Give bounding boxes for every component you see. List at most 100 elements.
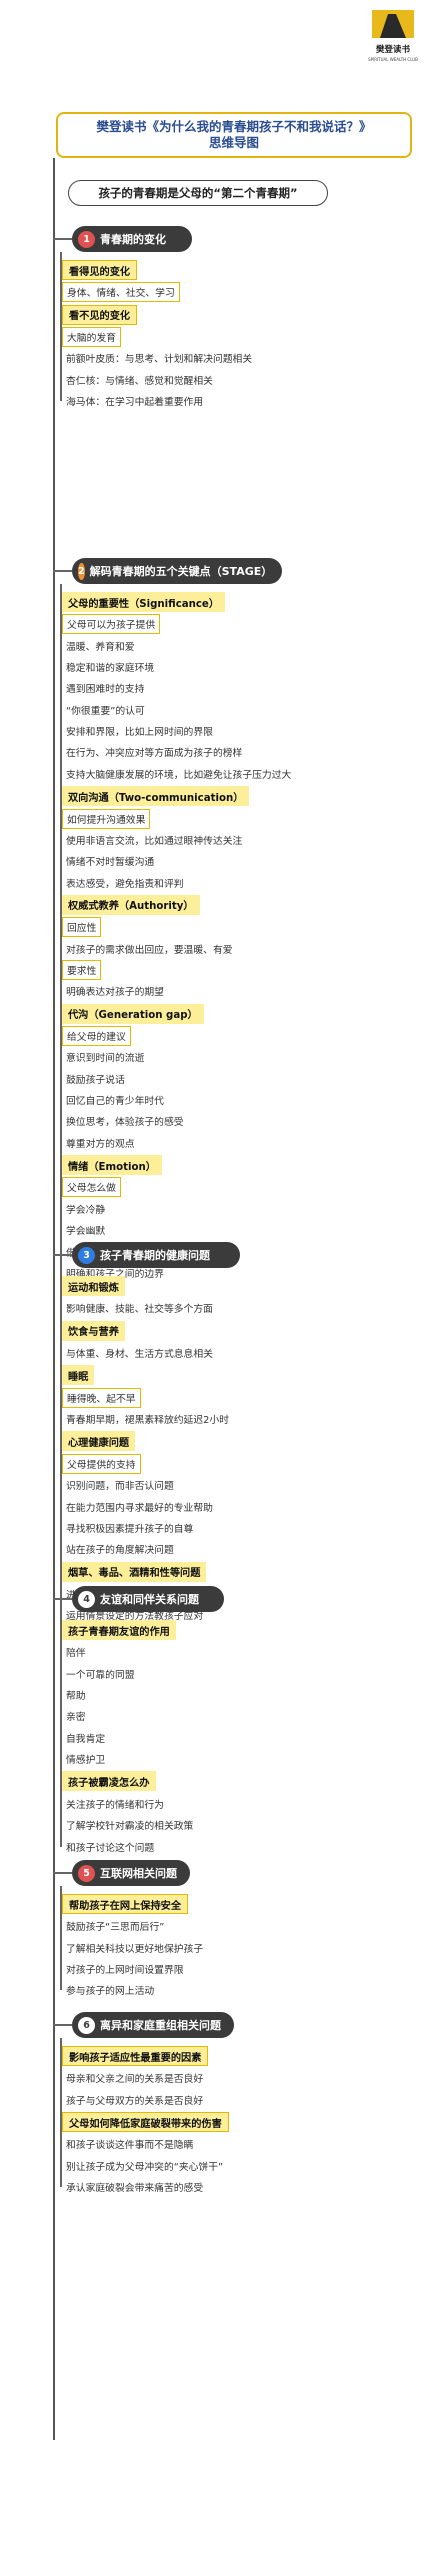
group-item: 站在孩子的角度解决问题 (66, 1545, 174, 1557)
group-item: 前额叶皮质：与思考、计划和解决问题相关 (66, 354, 253, 366)
section-connector (53, 2024, 72, 2026)
section-label: 友谊和同伴关系问题 (100, 1593, 199, 1606)
group-item: 要求性 (62, 959, 102, 980)
group-item: 情感护卫 (66, 1755, 106, 1767)
group-item: 对孩子的需求做出回应，要温暖、有爱 (66, 944, 233, 956)
group-item: 识别问题，而非否认问题 (66, 1481, 174, 1493)
group-item: 父母怎么做 (62, 1177, 121, 1198)
mindmap-trunk (53, 158, 55, 2440)
group-label: 睡眠 (62, 1365, 95, 1386)
section-number: 6 (78, 2016, 95, 2034)
section-4: 4 友谊和同伴关系问题 (72, 1586, 224, 1612)
title-box: 樊登读书《为什么我的青春期孩子不和我说话？》 思维导图 (56, 112, 412, 158)
group-label: 看不见的变化 (62, 304, 138, 325)
page-title: 樊登读书《为什么我的青春期孩子不和我说话？》 (96, 119, 372, 134)
section-number: 2 (78, 562, 85, 580)
page-title-sub: 思维导图 (208, 135, 259, 150)
group-item: “你很重要”的认可 (66, 705, 145, 717)
group-label: 孩子青春期友谊的作用 (62, 1620, 176, 1640)
group-item: 换位思考，体验孩子的感受 (66, 1117, 184, 1129)
group-item: 回应性 (62, 917, 102, 938)
group-item: 表达感受，避免指责和评判 (66, 878, 184, 890)
group-label: 双向沟通（Two-communication） (62, 786, 250, 807)
group-item: 明确和孩子之间的边界 (66, 1268, 164, 1280)
group-item: 和孩子讨论这个问题 (66, 1842, 155, 1854)
group-connector (60, 1268, 62, 1616)
section-label: 互联网相关问题 (100, 1867, 177, 1880)
group-item: 稳定和谐的家庭环境 (66, 663, 155, 675)
group-item: 运用情景设定的方法教孩子应对 (66, 1611, 204, 1623)
group-item: 孩子与父母双方的关系是否良好 (66, 2095, 204, 2107)
group-label: 情绪（Emotion） (62, 1155, 162, 1176)
group-item: 安排和界限，比如上网时间的界限 (66, 727, 213, 739)
group-label: 影响孩子适应性最重要的因素 (62, 2046, 209, 2066)
group-label: 饮食与营养 (62, 1320, 125, 1341)
group-item: 父母可以为孩子提供 (62, 614, 161, 635)
logo-brand: 樊登读书 (376, 44, 411, 55)
group-label: 帮助孩子在网上保持安全 (62, 1894, 189, 1914)
group-connector (60, 584, 62, 1273)
group-item: 亲密 (66, 1712, 86, 1724)
section-connector (53, 1254, 72, 1256)
group-item: 帮助 (66, 1691, 86, 1703)
group-item: 使用非语言交流，比如通过眼神传达关注 (66, 835, 243, 847)
group-connector (60, 1886, 62, 1991)
group-item: 海马体：在学习中起着重要作用 (66, 397, 204, 409)
group-label: 看得见的变化 (62, 260, 138, 280)
section-connector (53, 238, 72, 240)
group-item: 青春期早期，褪黑素释放约延迟2小时 (66, 1415, 229, 1427)
section-label: 孩子青春期的健康问题 (100, 1249, 210, 1262)
section-number: 4 (78, 1590, 95, 1608)
section-label: 青春期的变化 (100, 233, 166, 246)
group-item: 与体重、身材、生活方式息息相关 (66, 1349, 213, 1361)
group-item: 别让孩子成为父母冲突的“夹心饼干” (66, 2161, 224, 2173)
group-item: 参与孩子的网上活动 (66, 1986, 155, 1998)
section-number: 1 (78, 230, 95, 248)
group-item: 父母提供的支持 (62, 1453, 141, 1474)
group-item: 身体、情绪、社交、学习 (62, 282, 180, 303)
section-1: 1 青春期的变化 (72, 226, 192, 252)
group-label: 父母的重要性（Significance） (62, 592, 226, 612)
section-connector (53, 1598, 72, 1600)
group-item: 杏仁核：与情绪、感觉和觉醒相关 (66, 375, 213, 387)
group-connector (60, 2038, 62, 2188)
section-number: 5 (78, 1864, 95, 1882)
group-item: 寻找积极因素提升孩子的自尊 (66, 1523, 194, 1535)
group-item: 意识到时间的流逝 (66, 1053, 145, 1065)
group-item: 学会幽默 (66, 1226, 106, 1238)
group-item: 了解相关科技以更好地保护孩子 (66, 1943, 204, 1955)
logo-mark (380, 14, 406, 38)
section-6: 6 离异和家庭重组相关问题 (72, 2012, 234, 2038)
group-connector (60, 1612, 62, 1847)
group-item: 和孩子谈谈这件事而不是隐瞒 (66, 2140, 194, 2152)
group-label: 烟草、毒品、酒精和性等问题 (62, 1561, 207, 1582)
group-connector (60, 252, 62, 402)
group-item: 尊重对方的观点 (66, 1138, 135, 1150)
section-connector (53, 570, 72, 572)
group-item: 遇到困难时的支持 (66, 684, 145, 696)
group-item: 母亲和父亲之间的关系是否良好 (66, 2074, 204, 2086)
group-item: 在行为、冲突应对等方面成为孩子的榜样 (66, 748, 243, 760)
group-item: 睡得晚、起不早 (62, 1387, 141, 1408)
group-item: 温暖、养育和爱 (66, 641, 135, 653)
group-item: 明确表达对孩子的期望 (66, 987, 164, 999)
logo-icon: 樊登读书 SPIRITUAL WEALTH CLUB (368, 10, 418, 62)
group-item: 关注孩子的情绪和行为 (66, 1799, 164, 1811)
group-item: 了解学校针对霸凌的相关政策 (66, 1821, 194, 1833)
section-5: 5 互联网相关问题 (72, 1860, 190, 1886)
group-item: 影响健康、技能、社交等多个方面 (66, 1304, 213, 1316)
group-item: 一个可靠的同盟 (66, 1669, 135, 1681)
group-item: 大脑的发育 (62, 327, 121, 348)
group-item: 承认家庭破裂会带来痛苦的感受 (66, 2183, 204, 2195)
group-item: 回忆自己的青少年时代 (66, 1096, 164, 1108)
group-item: 陪伴 (66, 1648, 86, 1660)
logo-slogan: SPIRITUAL WEALTH CLUB (368, 57, 418, 62)
group-item: 鼓励孩子“三思而后行” (66, 1922, 165, 1934)
group-label: 父母如何降低家庭破裂带来的伤害 (62, 2112, 229, 2133)
group-item: 情绪不对时暂缓沟通 (66, 857, 155, 869)
group-label: 代沟（Generation gap） (62, 1003, 204, 1024)
section-label: 离异和家庭重组相关问题 (100, 2019, 221, 2032)
group-label: 孩子被霸凌怎么办 (62, 1771, 156, 1792)
